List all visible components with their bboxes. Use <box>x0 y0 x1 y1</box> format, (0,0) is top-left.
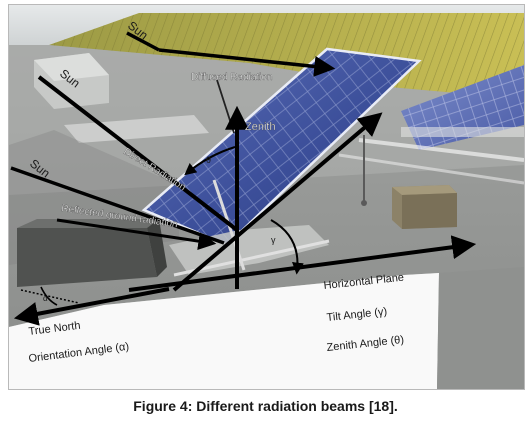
radiation-beams <box>10 31 477 326</box>
tilt-angle-arc <box>270 219 304 275</box>
orientation-reference-line <box>20 289 80 304</box>
diffused-radiation-label: Diffused Radiation <box>191 72 273 83</box>
panel-normal-axis <box>172 112 383 292</box>
reflected-radiation-arrow <box>56 218 217 251</box>
theta-symbol: θ <box>206 155 211 165</box>
alpha-symbol: α <box>43 294 48 303</box>
orientation-angle-arc <box>40 286 58 306</box>
radiation-diagram: Sun Sun Sun Diffused Radiation Zenith Di… <box>8 4 525 390</box>
figure-caption: Figure 4: Different radiation beams [18]… <box>133 398 398 414</box>
true-north-arrow <box>13 287 170 326</box>
diagram-scene: Sun Sun Sun Diffused Radiation Zenith Di… <box>9 5 524 389</box>
gamma-symbol: γ <box>271 235 276 245</box>
sun-ray-top-1 <box>126 31 160 52</box>
background-photo <box>9 5 524 389</box>
zenith-angle-arc <box>184 146 236 176</box>
direct-radiation-beam-1 <box>37 75 239 232</box>
direct-radiation-beam-2 <box>10 166 225 245</box>
diffused-radiation-arrow <box>158 48 336 77</box>
zenith-label: Zenith <box>245 121 276 133</box>
